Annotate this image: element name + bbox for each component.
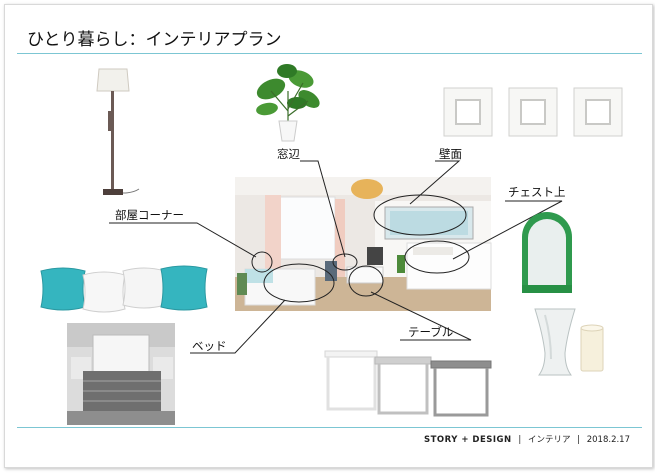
callout-overlay [109,160,563,354]
footer-separator: | [577,435,581,445]
square-frame-icon [443,87,493,137]
pillar-candle-icon [580,324,604,372]
square-frame-icon [508,87,558,137]
room-photo [235,177,492,311]
side-table-icon [374,356,432,415]
glass-vase-icon [534,308,576,376]
callout-bed: ベッド [192,339,227,353]
footer: STORY + DESIGN | インテリア | 2018.2.17 [424,433,630,445]
side-table-icon [324,350,378,411]
interior-plan-slide: ひとり暮らし：インテリアプラン [4,4,653,468]
slide-title: ひとり暮らし：インテリアプラン [27,30,282,50]
callout-window: 窓辺 [277,147,300,161]
monstera-plant-icon [256,64,320,142]
title-rule [17,53,642,54]
footer-separator: | [518,435,522,445]
callout-room-corner: 部屋コーナー [115,208,184,222]
footer-brand: STORY + DESIGN [423,435,512,445]
footer-date: 2018.2.17 [586,435,630,445]
pillow-icon [82,271,126,313]
side-table-icon [430,360,492,417]
callout-wall: 壁面 [439,147,462,161]
pillow-icon [160,265,208,311]
callout-chest-top: チェスト上 [508,185,566,199]
floor-lamp-icon [96,68,140,195]
callout-table: テーブル [408,325,454,339]
footer-rule [17,427,642,428]
arch-mirror-icon [522,212,572,293]
square-frame-icon [573,87,623,137]
bed-icon [67,323,175,425]
footer-category: インテリア [527,435,571,445]
